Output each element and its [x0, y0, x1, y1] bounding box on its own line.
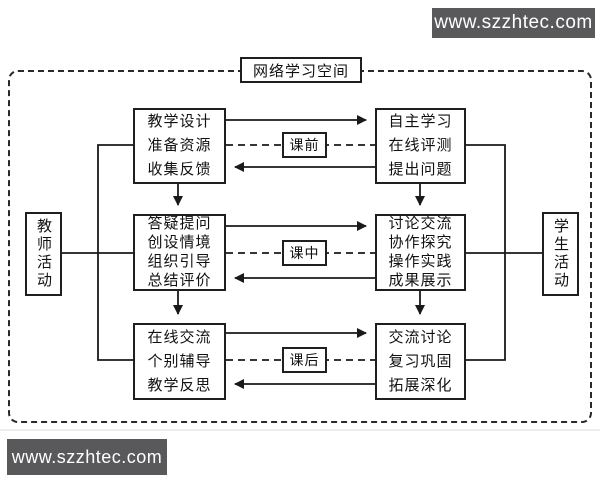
student-box-before-class: 自主学习 在线评测 提出问题 [375, 108, 466, 184]
box-line: 复习巩固 [388, 353, 453, 370]
box-line: 创设情境 [147, 234, 212, 251]
teacher-box-in-class: 答疑提问 创设情境 组织引导 总结评价 [133, 214, 226, 291]
box-line: 个别辅导 [147, 353, 212, 370]
box-line: 收集反馈 [147, 162, 212, 178]
box-line: 教学反思 [147, 377, 212, 394]
phase-label-in-class: 课中 [282, 240, 327, 266]
box-line: 答疑提问 [147, 215, 212, 232]
box-line: 准备资源 [147, 138, 212, 154]
box-line: 提出问题 [388, 162, 453, 178]
box-line: 讨论交流 [388, 215, 453, 232]
phase-label-after-class: 课后 [282, 347, 327, 373]
box-line: 在线交流 [147, 329, 212, 346]
box-line: 交流讨论 [388, 329, 453, 346]
teacher-box-after-class: 在线交流 个别辅导 教学反思 [133, 323, 226, 400]
student-activities-box: 学生活动 [542, 212, 579, 296]
watermark-bottom: www.szzhtec.com [7, 439, 167, 475]
teacher-box-before-class: 教学设计 准备资源 收集反馈 [133, 108, 226, 184]
box-line: 协作探究 [388, 234, 453, 251]
box-line: 自主学习 [388, 114, 453, 130]
page-edge-divider [0, 429, 600, 431]
box-line: 教学设计 [147, 114, 212, 130]
phase-label-before-class: 课前 [282, 132, 327, 158]
student-box-in-class: 讨论交流 协作探究 操作实践 成果展示 [375, 214, 466, 291]
box-line: 组织引导 [147, 253, 212, 270]
box-line: 成果展示 [388, 272, 453, 289]
teacher-activities-box: 教师活动 [25, 212, 62, 296]
box-line: 在线评测 [388, 138, 453, 154]
diagram-title: 网络学习空间 [240, 57, 362, 83]
box-line: 拓展深化 [388, 377, 453, 394]
box-line: 操作实践 [388, 253, 453, 270]
watermark-top: www.szzhtec.com [432, 8, 595, 38]
box-line: 总结评价 [147, 272, 212, 289]
student-box-after-class: 交流讨论 复习巩固 拓展深化 [375, 323, 466, 400]
